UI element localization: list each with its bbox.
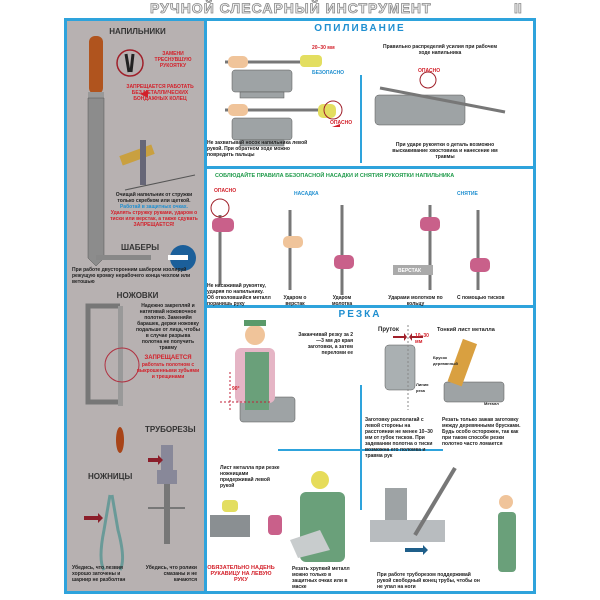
safe-label: БЕЗОПАСНО bbox=[312, 70, 345, 76]
shears-cut-note: Лист металла при резке ножницами придерж… bbox=[220, 465, 280, 489]
by-vise-note: С помощью тисков bbox=[457, 295, 505, 301]
rod-distance-label: 10–30 мм bbox=[415, 333, 429, 345]
fit-label: НАСАДКА bbox=[294, 191, 319, 197]
by-bench-note: Ударом о верстак bbox=[283, 295, 307, 307]
rod-note: Заготовку располагай с левой стороны на … bbox=[365, 417, 433, 459]
danger-note: Не насаживай рукоятку, ударяя по напильн… bbox=[207, 283, 271, 307]
divider bbox=[360, 385, 362, 510]
saws-forbidden-note: работать полотном с выкрошенными зубьями… bbox=[136, 362, 200, 380]
danger-label: ОПАСНО bbox=[330, 120, 353, 126]
divider bbox=[204, 305, 533, 308]
cutting-heading: РЕЗКА bbox=[338, 309, 382, 320]
danger-label: ОПАСНО bbox=[214, 188, 237, 194]
saws-notes: Надежно закрепляй и натягивай ножовочное… bbox=[136, 303, 200, 380]
pipe-cutters-heading: ТРУБОРЕЗЫ bbox=[145, 425, 196, 434]
by-hammer-note: Ударом молотка bbox=[331, 295, 353, 307]
workbench-label: ВЕРСТАК bbox=[398, 268, 422, 274]
poster-title: РУЧНОЙ СЛЕСАРНЫЙ ИНСТРУМЕНТ bbox=[150, 0, 432, 16]
sheet-label: Тонкий лист металла bbox=[437, 327, 495, 333]
clean-note: Очищай напильник от стружки только скреб… bbox=[115, 192, 193, 204]
wood-block bbox=[447, 338, 478, 387]
by-ring-note: Ударами молотком по кольцу bbox=[388, 295, 443, 307]
saws-heading: НОЖОВКИ bbox=[116, 291, 159, 300]
angle-label: 90° bbox=[232, 386, 240, 392]
goggles-note: Работай в защитных очках. bbox=[120, 204, 188, 210]
brush-illustration bbox=[119, 140, 196, 191]
strike-note: При ударе рукоятки о деталь возможно выс… bbox=[392, 142, 498, 160]
metal-label: Металл bbox=[484, 401, 499, 406]
rod-illustration bbox=[384, 325, 423, 410]
wood-block-label: Брусок деревянный bbox=[433, 355, 458, 366]
divider bbox=[204, 166, 533, 169]
remove-label: СНЯТИЕ bbox=[457, 191, 478, 197]
file-illustration bbox=[87, 36, 148, 267]
shears-heading: НОЖНИЦЫ bbox=[88, 472, 133, 481]
saws-note: Надежно закрепляй и натягивай ножовочное… bbox=[136, 303, 200, 351]
pipe-cutting bbox=[370, 466, 457, 555]
handle-heading: СОБЛЮДАЙТЕ ПРАВИЛА БЕЗОПАСНОЙ НАСАДКИ И … bbox=[215, 173, 455, 179]
distance-label: 20–30 мм bbox=[312, 45, 335, 51]
files-heading: НАПИЛЬНИКИ bbox=[109, 27, 166, 36]
saws-forbidden-title: ЗАПРЕЩАЕТСЯ bbox=[144, 355, 192, 361]
workbench bbox=[393, 265, 433, 275]
glove-warning: ОБЯЗАТЕЛЬНО НАДЕНЬ РУКАВИЦУ НА ЛЕВУЮ РУК… bbox=[207, 565, 275, 583]
hands bbox=[212, 55, 490, 272]
scraper-illustration bbox=[96, 245, 196, 271]
clean-forbidden: Удалять стружку руками, ударом о тиски и… bbox=[110, 210, 198, 228]
shears-note: Убедись, что лезвия хорошо заточены и ша… bbox=[72, 565, 126, 583]
cutters-note: Убедись, что ролики смазаны и не качаютс… bbox=[145, 565, 197, 583]
finish-note: Заканчивай резку за 2—3 мм до края загот… bbox=[298, 332, 353, 356]
rod-label: Пруток bbox=[378, 327, 399, 333]
danger-label: ОПАСНО bbox=[418, 68, 441, 74]
clean-notes: Очищай напильник от стружки только скреб… bbox=[108, 192, 200, 228]
cut-line-label: Линия реза bbox=[416, 382, 429, 393]
filing-heading: ОПИЛИВАНИЕ bbox=[314, 23, 406, 34]
no-rings-warning: ЗАПРЕЩАЕТСЯ РАБОТАТЬ БЕЗ МЕТАЛЛИЧЕСКИХ Б… bbox=[126, 84, 194, 102]
scrapers-heading: ШАБЕРЫ bbox=[120, 243, 160, 252]
hacksaw-illustration bbox=[85, 303, 140, 453]
sheet-note: Резать только зажав заготовку между дере… bbox=[442, 417, 521, 447]
shears-illustration bbox=[84, 494, 125, 571]
vise-illustrations bbox=[231, 69, 505, 423]
brittle-note: Резать хрупкий металл можно только в защ… bbox=[292, 566, 350, 590]
pipe-cutter-illustration bbox=[148, 445, 185, 544]
cracked-handle-icon bbox=[116, 49, 144, 77]
divider bbox=[360, 75, 362, 163]
pipe-note: При работе труборезом поддерживай рукой … bbox=[377, 572, 480, 590]
sheet-number: II bbox=[514, 0, 523, 16]
replace-handle-warning: ЗАМЕНИ ТРЕСНУВШУЮ РУКОЯТКУ bbox=[154, 51, 192, 69]
sheet-cutting bbox=[210, 500, 330, 558]
scrapers-note: При работе двусторонним шабером изолируй… bbox=[72, 267, 191, 285]
force-note: Правильно распределяй усилия при рабочем… bbox=[382, 44, 498, 56]
grip-note: Не захватывай носок напильника левой рук… bbox=[207, 140, 308, 158]
